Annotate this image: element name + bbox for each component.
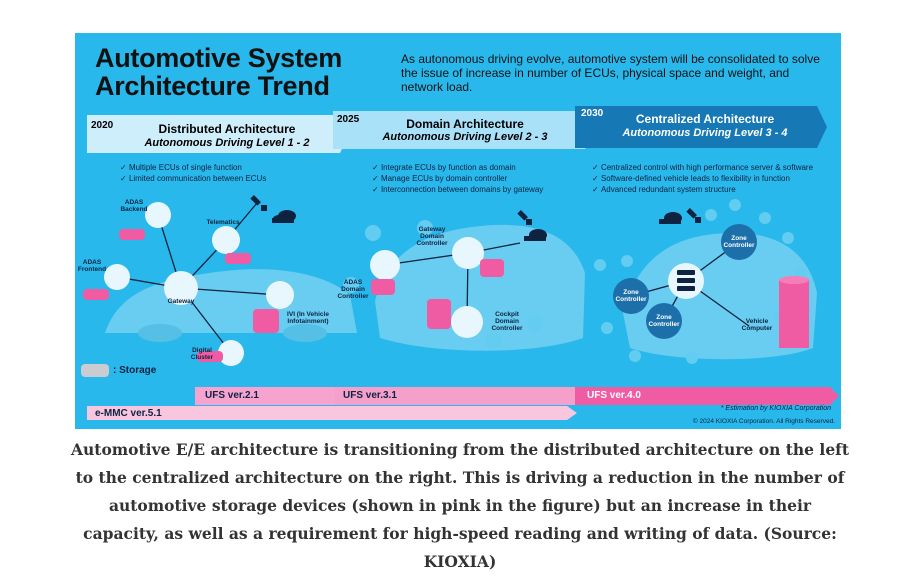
ufs40-label: UFS ver.4.0 bbox=[587, 390, 641, 401]
digital-cluster-label: Digital Cluster bbox=[190, 347, 214, 361]
distributed-satellite bbox=[250, 195, 267, 211]
centralized-peripheral-nodes bbox=[594, 199, 806, 364]
ufs21-label: UFS ver.2.1 bbox=[205, 390, 259, 401]
bullet-item: Centralized control with high performanc… bbox=[592, 162, 813, 173]
era-level: Autonomous Driving Level 2 - 3 bbox=[382, 131, 548, 143]
era-name: Distributed Architecture bbox=[158, 122, 296, 136]
adas-backend-label: ADAS Backend bbox=[120, 199, 148, 213]
era-year: 2030 bbox=[581, 108, 604, 119]
figure-title: Automotive System Architecture Trend bbox=[95, 43, 342, 101]
distributed-bullets: Multiple ECUs of single function Limited… bbox=[120, 162, 266, 184]
distributed-cloud bbox=[272, 210, 296, 223]
bullet-item: Advanced redundant system structure bbox=[592, 184, 813, 195]
era-arrow-2025 bbox=[333, 111, 594, 149]
domain-cloud bbox=[524, 229, 547, 241]
zone-controller-label: Zone Controller bbox=[615, 289, 647, 303]
centralized-cloud bbox=[659, 212, 682, 224]
bullet-item: Software-defined vehicle leads to flexib… bbox=[592, 173, 813, 184]
bullet-item: Integrate ECUs by function as domain bbox=[372, 162, 543, 173]
zone-controller-label: Zone Controller bbox=[723, 235, 755, 249]
centralized-bullets: Centralized control with high performanc… bbox=[592, 162, 813, 195]
storage-key-swatch bbox=[81, 364, 109, 377]
era-name: Centralized Architecture bbox=[635, 112, 775, 126]
emmc-label: e-MMC ver.5.1 bbox=[95, 408, 162, 419]
bullet-item: Manage ECUs by domain controller bbox=[372, 173, 543, 184]
distributed-storage bbox=[83, 229, 279, 362]
vehicle-computer-storage bbox=[779, 276, 809, 348]
estimation-note: * Estimation by KIOXIA Corporation bbox=[720, 405, 831, 412]
centralized-satellite bbox=[686, 208, 701, 223]
era-arrow-2030 bbox=[575, 106, 827, 148]
domain-storage bbox=[371, 259, 504, 329]
zone-controller-label: Zone Controller bbox=[648, 314, 680, 328]
centralized-server-icon bbox=[677, 270, 695, 291]
architecture-trend-figure: Automotive System Architecture Trend As … bbox=[75, 33, 841, 429]
era-level: Autonomous Driving Level 1 - 2 bbox=[144, 137, 310, 149]
gateway-label: Gateway bbox=[167, 298, 195, 305]
domain-nodes bbox=[343, 220, 543, 349]
domain-bullets: Integrate ECUs by function as domain Man… bbox=[372, 162, 543, 195]
bullet-item: Multiple ECUs of single function bbox=[120, 162, 266, 173]
era-name: Domain Architecture bbox=[406, 117, 524, 131]
ivi-label: IVI (In Vehicle Infotainment) bbox=[287, 311, 329, 325]
ufs31-label: UFS ver.3.1 bbox=[343, 390, 397, 401]
era-arrow-2020 bbox=[87, 115, 349, 153]
figure-graphics bbox=[81, 106, 839, 420]
copyright-text: © 2024 KIOXIA Corporation. All Rights Re… bbox=[692, 418, 835, 425]
era-level: Autonomous Driving Level 3 - 4 bbox=[622, 127, 788, 139]
era-year: 2025 bbox=[337, 114, 360, 125]
adas-frontend-label: ADAS Frontend bbox=[77, 259, 107, 273]
ufs21-band bbox=[195, 387, 335, 405]
distributed-car-graphic bbox=[105, 269, 357, 342]
adas-domain-controller-label: ADAS Domain Controller bbox=[337, 279, 369, 300]
domain-satellite bbox=[517, 210, 532, 225]
distributed-nodes bbox=[104, 202, 294, 366]
emmc-band bbox=[87, 406, 577, 420]
bullet-item: Interconnection between domains by gatew… bbox=[372, 184, 543, 195]
gateway-domain-controller-label: Gateway Domain Controller bbox=[416, 226, 448, 247]
cockpit-domain-controller-label: Cockpit Domain Controller bbox=[491, 311, 523, 332]
ufs31-band bbox=[335, 387, 575, 405]
figure-caption: Automotive E/E architecture is transitio… bbox=[70, 440, 850, 571]
storage-legend-label: : Storage bbox=[113, 365, 157, 376]
figure-intro: As autonomous driving evolve, automotive… bbox=[401, 52, 820, 94]
bullet-item: Limited communication between ECUs bbox=[120, 173, 266, 184]
era-year: 2020 bbox=[91, 120, 114, 131]
telematics-label: Telematics bbox=[206, 219, 240, 226]
vehicle-computer-label: Vehicle Computer bbox=[741, 318, 773, 332]
